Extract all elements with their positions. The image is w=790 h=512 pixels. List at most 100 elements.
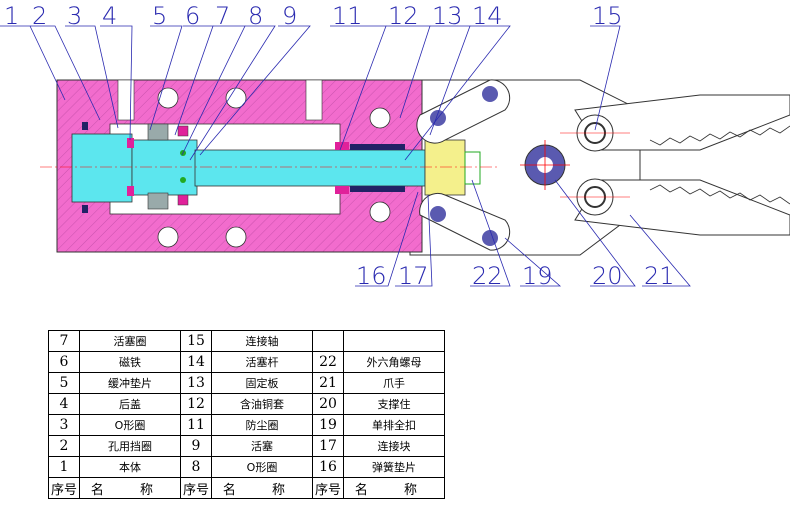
link-pin xyxy=(482,86,498,102)
header-number: 序号 xyxy=(180,477,212,499)
bolt-hole xyxy=(157,87,179,109)
part-number: 17 xyxy=(312,435,344,457)
lower-jaw-teeth xyxy=(649,184,790,205)
part-name: 后盖 xyxy=(79,393,181,415)
retaining-ring-top xyxy=(82,122,88,130)
piston-rod xyxy=(194,149,426,187)
bolt-hole xyxy=(369,107,391,129)
part-name: 活塞圈 xyxy=(79,330,181,352)
part-number: 13 xyxy=(180,372,212,394)
part-name: 孔用挡圈 xyxy=(79,435,181,457)
header-name: 名 称 xyxy=(211,477,313,499)
part-name: 单排全扣 xyxy=(343,414,445,436)
callout-14: 14 xyxy=(472,2,503,30)
callout-11: 11 xyxy=(332,2,363,30)
piston-ring-top xyxy=(177,125,189,137)
bolt-hole xyxy=(369,201,391,223)
part-number: 8 xyxy=(180,456,212,478)
callout-leaders xyxy=(0,25,621,161)
header-name: 名 称 xyxy=(79,477,181,499)
callout-7: 7 xyxy=(215,2,230,30)
part-number: 12 xyxy=(180,393,212,415)
part-number: 21 xyxy=(312,372,344,394)
callout-2: 2 xyxy=(32,2,47,30)
link-pin xyxy=(482,230,498,246)
part-name: 含油铜套 xyxy=(211,393,313,415)
bolt-hole xyxy=(157,226,179,248)
bushing-top xyxy=(350,144,405,150)
connecting-block xyxy=(424,139,466,196)
part-number: 16 xyxy=(312,456,344,478)
callout-20: 20 xyxy=(592,262,623,290)
part-name: 活塞杆 xyxy=(211,351,313,373)
part-number xyxy=(312,330,344,352)
header-number: 序号 xyxy=(48,477,80,499)
part-name: 爪手 xyxy=(343,372,445,394)
part-name: 弹簧垫片 xyxy=(343,456,445,478)
header-name: 名 称 xyxy=(343,477,445,499)
magnet xyxy=(147,123,169,141)
buffer-pad-top xyxy=(127,138,134,148)
callout-8: 8 xyxy=(248,2,263,30)
part-number: 7 xyxy=(48,330,80,352)
part-number: 22 xyxy=(312,351,344,373)
magnet-lower xyxy=(147,192,169,210)
part-number: 3 xyxy=(48,414,80,436)
callout-21: 21 xyxy=(644,262,675,290)
port-right xyxy=(305,79,323,121)
dust-seal-top xyxy=(335,142,349,150)
part-number: 6 xyxy=(48,351,80,373)
bolt-hole xyxy=(225,226,247,248)
callout-3: 3 xyxy=(67,2,82,30)
bushing-bottom xyxy=(350,186,405,192)
part-name: 固定板 xyxy=(211,372,313,394)
port-left xyxy=(117,79,135,121)
part-number: 5 xyxy=(48,372,80,394)
part-name: 缓冲垫片 xyxy=(79,372,181,394)
part-number: 4 xyxy=(48,393,80,415)
part-name: 防尘圈 xyxy=(211,414,313,436)
callout-17: 17 xyxy=(398,262,429,290)
part-number: 20 xyxy=(312,393,344,415)
part-name: O形圈 xyxy=(79,414,181,436)
callout-leaders-bottom xyxy=(355,179,691,287)
part-name: 支撑住 xyxy=(343,393,445,415)
callout-9: 9 xyxy=(282,2,297,30)
callout-6: 6 xyxy=(185,2,200,30)
part-name: 活塞 xyxy=(211,435,313,457)
rear-cap xyxy=(71,133,133,203)
part-name: 连接轴 xyxy=(211,330,313,352)
callout-22: 22 xyxy=(472,262,503,290)
part-number: 19 xyxy=(312,414,344,436)
callout-4: 4 xyxy=(102,2,117,30)
callout-16: 16 xyxy=(356,262,387,290)
callout-13: 13 xyxy=(432,2,463,30)
callout-1: 1 xyxy=(4,2,19,30)
callout-15: 15 xyxy=(592,2,623,30)
piston xyxy=(131,139,198,196)
part-number: 1 xyxy=(48,456,80,478)
callout-12: 12 xyxy=(388,2,419,30)
part-number: 15 xyxy=(180,330,212,352)
part-name: 本体 xyxy=(79,456,181,478)
part-name: O形圈 xyxy=(211,456,313,478)
part-name: 磁铁 xyxy=(79,351,181,373)
table-header-row: 序号名 称序号名 称序号名 称 xyxy=(48,477,445,499)
dust-seal-bottom xyxy=(335,186,349,194)
part-number: 11 xyxy=(180,414,212,436)
part-number: 2 xyxy=(48,435,80,457)
header-number: 序号 xyxy=(312,477,344,499)
link-pin xyxy=(430,206,446,222)
callout-19: 19 xyxy=(522,262,553,290)
part-name xyxy=(343,330,445,352)
o-ring-bottom xyxy=(180,177,186,183)
